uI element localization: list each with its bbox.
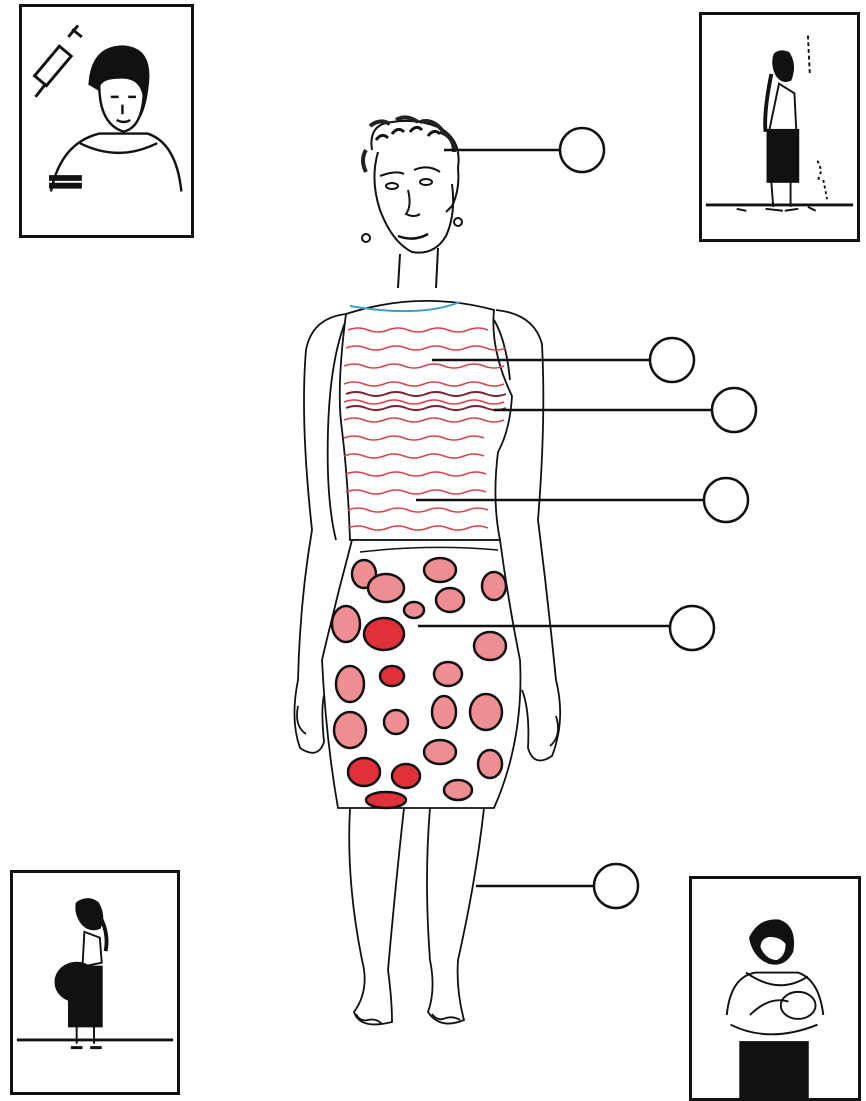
callout-circle-head	[560, 128, 604, 172]
legs	[349, 808, 484, 1024]
callout-circle-legs	[594, 864, 638, 908]
callout-circle-abdomen	[704, 478, 748, 522]
skirt	[322, 540, 520, 808]
callout-circle-lower-abdomen	[670, 606, 714, 650]
callout-circle-chest	[650, 338, 694, 382]
dress-top	[340, 301, 512, 540]
callout-circle-breast	[712, 388, 756, 432]
head	[362, 117, 462, 288]
